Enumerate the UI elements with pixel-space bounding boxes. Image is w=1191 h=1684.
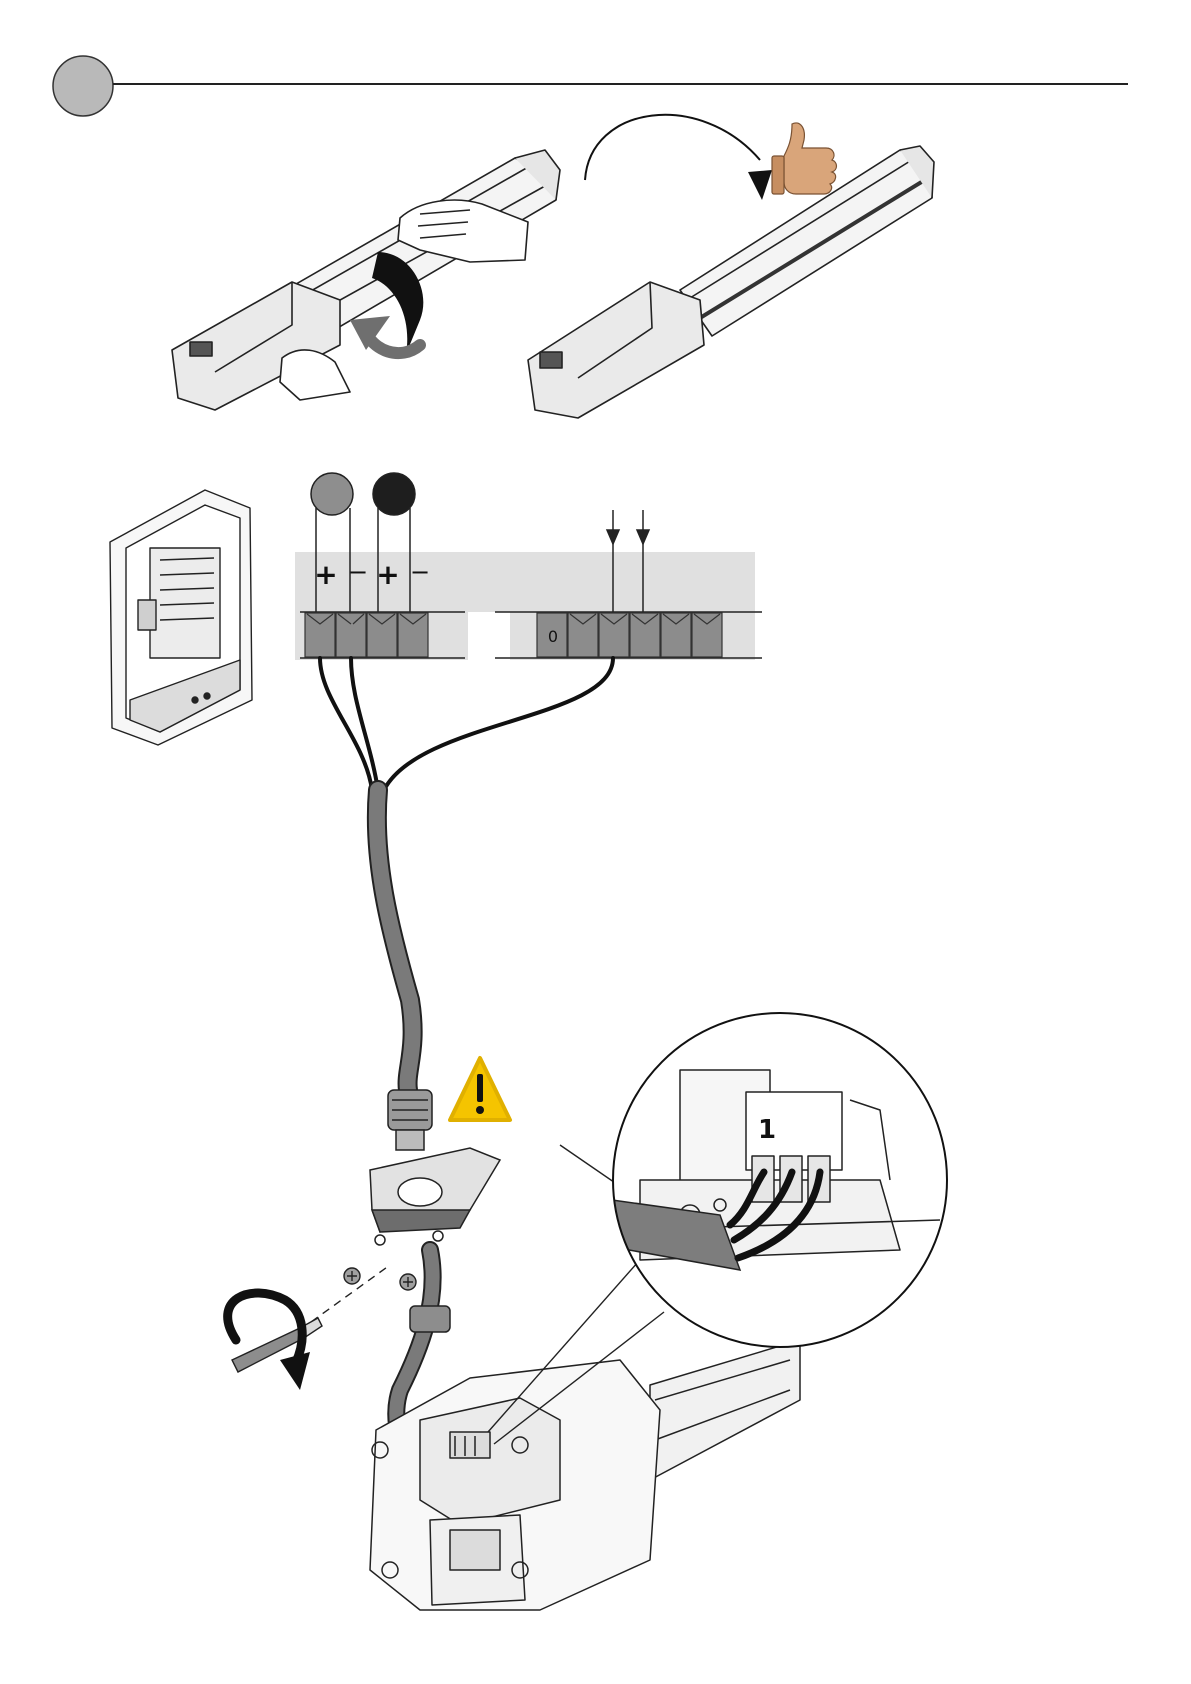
terminal-block-right <box>537 613 722 657</box>
terminal-zero-label: 0 <box>548 627 558 646</box>
rotation-arrow-icon <box>228 1293 310 1390</box>
cable-wires <box>320 658 613 790</box>
warning-triangle-icon <box>450 1058 510 1120</box>
terminal-plus-label-2: + <box>376 558 399 591</box>
actuator-rotating-illustration <box>172 150 560 410</box>
terminal-minus-label-1: − <box>348 558 368 586</box>
terminal-block-left <box>305 613 428 657</box>
terminal-minus-label-2: − <box>410 558 430 586</box>
control-unit-illustration <box>110 490 252 745</box>
lower-nut <box>410 1306 450 1332</box>
screwdriver-illustration <box>232 1318 322 1372</box>
motor-housing-illustration <box>370 1340 800 1610</box>
black-dot-icon <box>373 473 415 515</box>
flip-arrow <box>585 115 772 200</box>
grey-dot-icon <box>311 473 353 515</box>
actuator-final-illustration <box>528 146 934 418</box>
step-marker-circle <box>53 56 113 116</box>
grey-cable-fill <box>377 790 413 1090</box>
terminal-plus-label-1: + <box>314 558 337 591</box>
terminal-panel-gap <box>468 612 510 662</box>
connector-terminal-number: 1 <box>758 1115 776 1145</box>
thumbs-up-icon <box>772 123 837 194</box>
cable-gland <box>388 1090 432 1150</box>
cable-bracket <box>370 1148 500 1245</box>
